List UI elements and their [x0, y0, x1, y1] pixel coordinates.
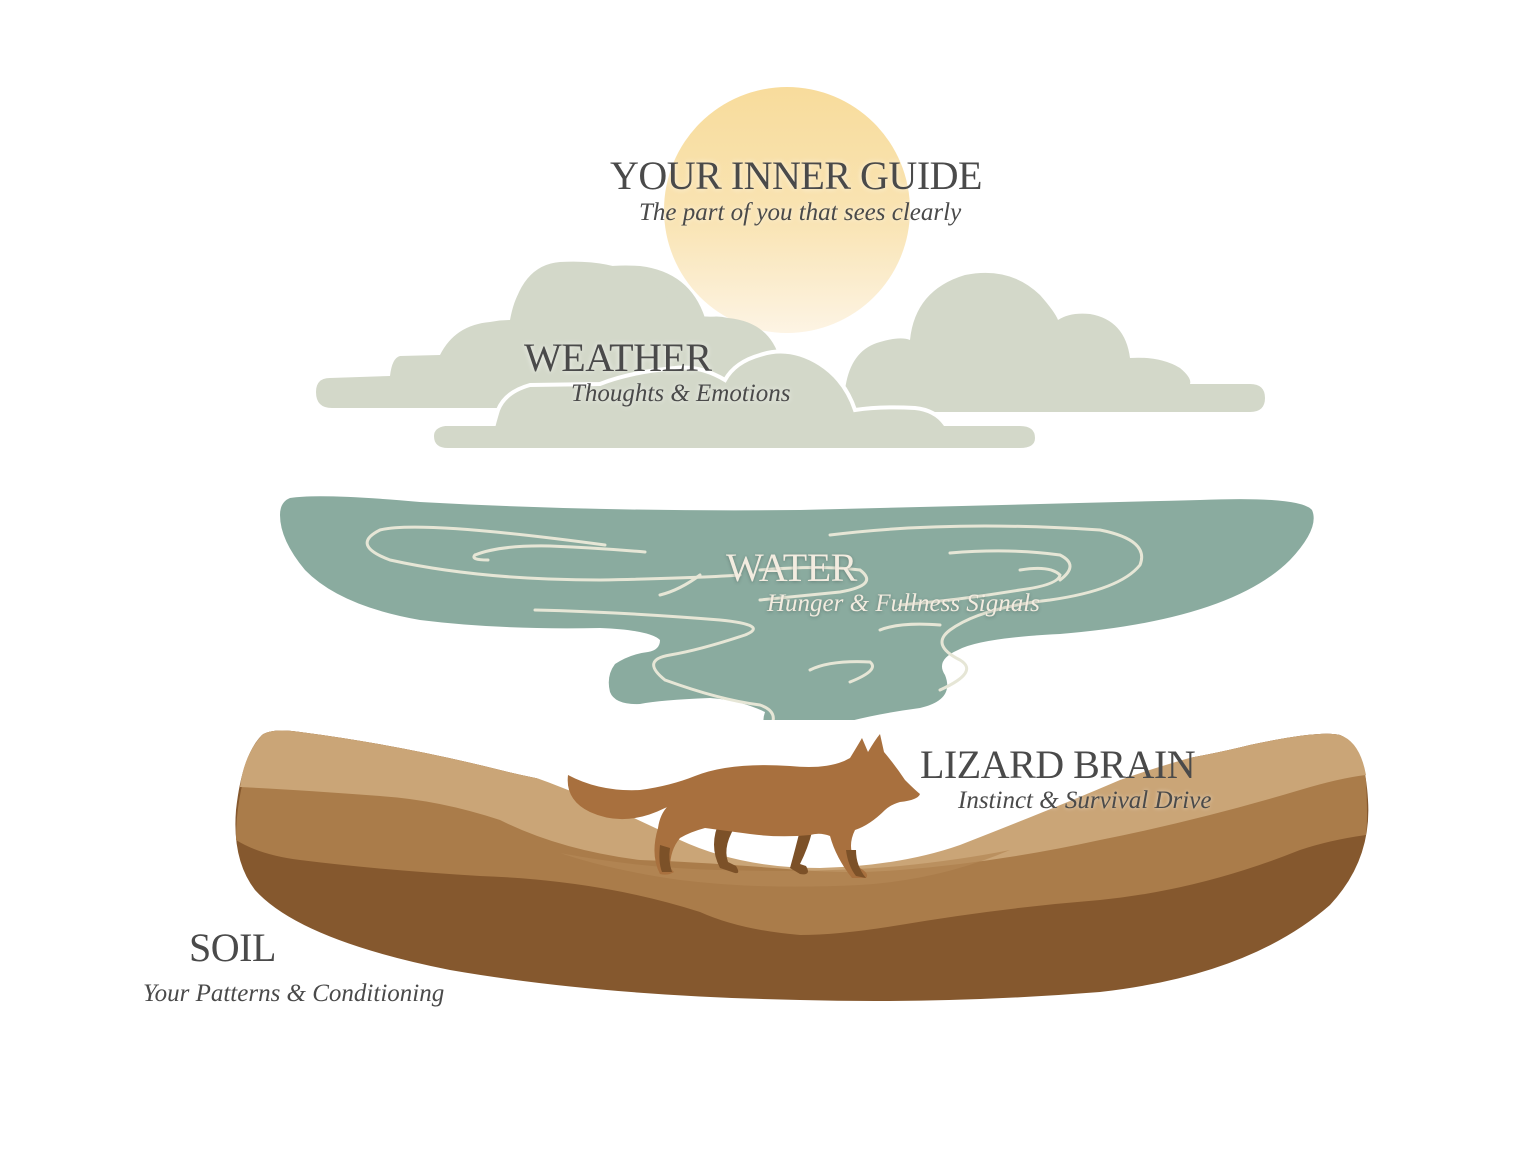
water-title: WATER [726, 545, 857, 590]
clouds-icon [316, 261, 1265, 452]
inner-guide-title: YOUR INNER GUIDE [610, 153, 982, 198]
soil-title: SOIL [189, 925, 276, 970]
weather-title: WEATHER [524, 335, 712, 380]
soil-subtitle: Your Patterns & Conditioning [143, 980, 445, 1007]
water-icon [280, 496, 1314, 750]
weather-subtitle: Thoughts & Emotions [571, 380, 791, 407]
soil-icon [235, 720, 1369, 1001]
water-subtitle: Hunger & Fullness Signals [767, 590, 1040, 617]
lizard-brain-title: LIZARD BRAIN [920, 742, 1196, 787]
fox-icon [567, 734, 920, 878]
lizard-brain-subtitle: Instinct & Survival Drive [958, 787, 1212, 814]
sun-icon [664, 87, 910, 333]
inner-guide-subtitle: The part of you that sees clearly [639, 199, 962, 226]
